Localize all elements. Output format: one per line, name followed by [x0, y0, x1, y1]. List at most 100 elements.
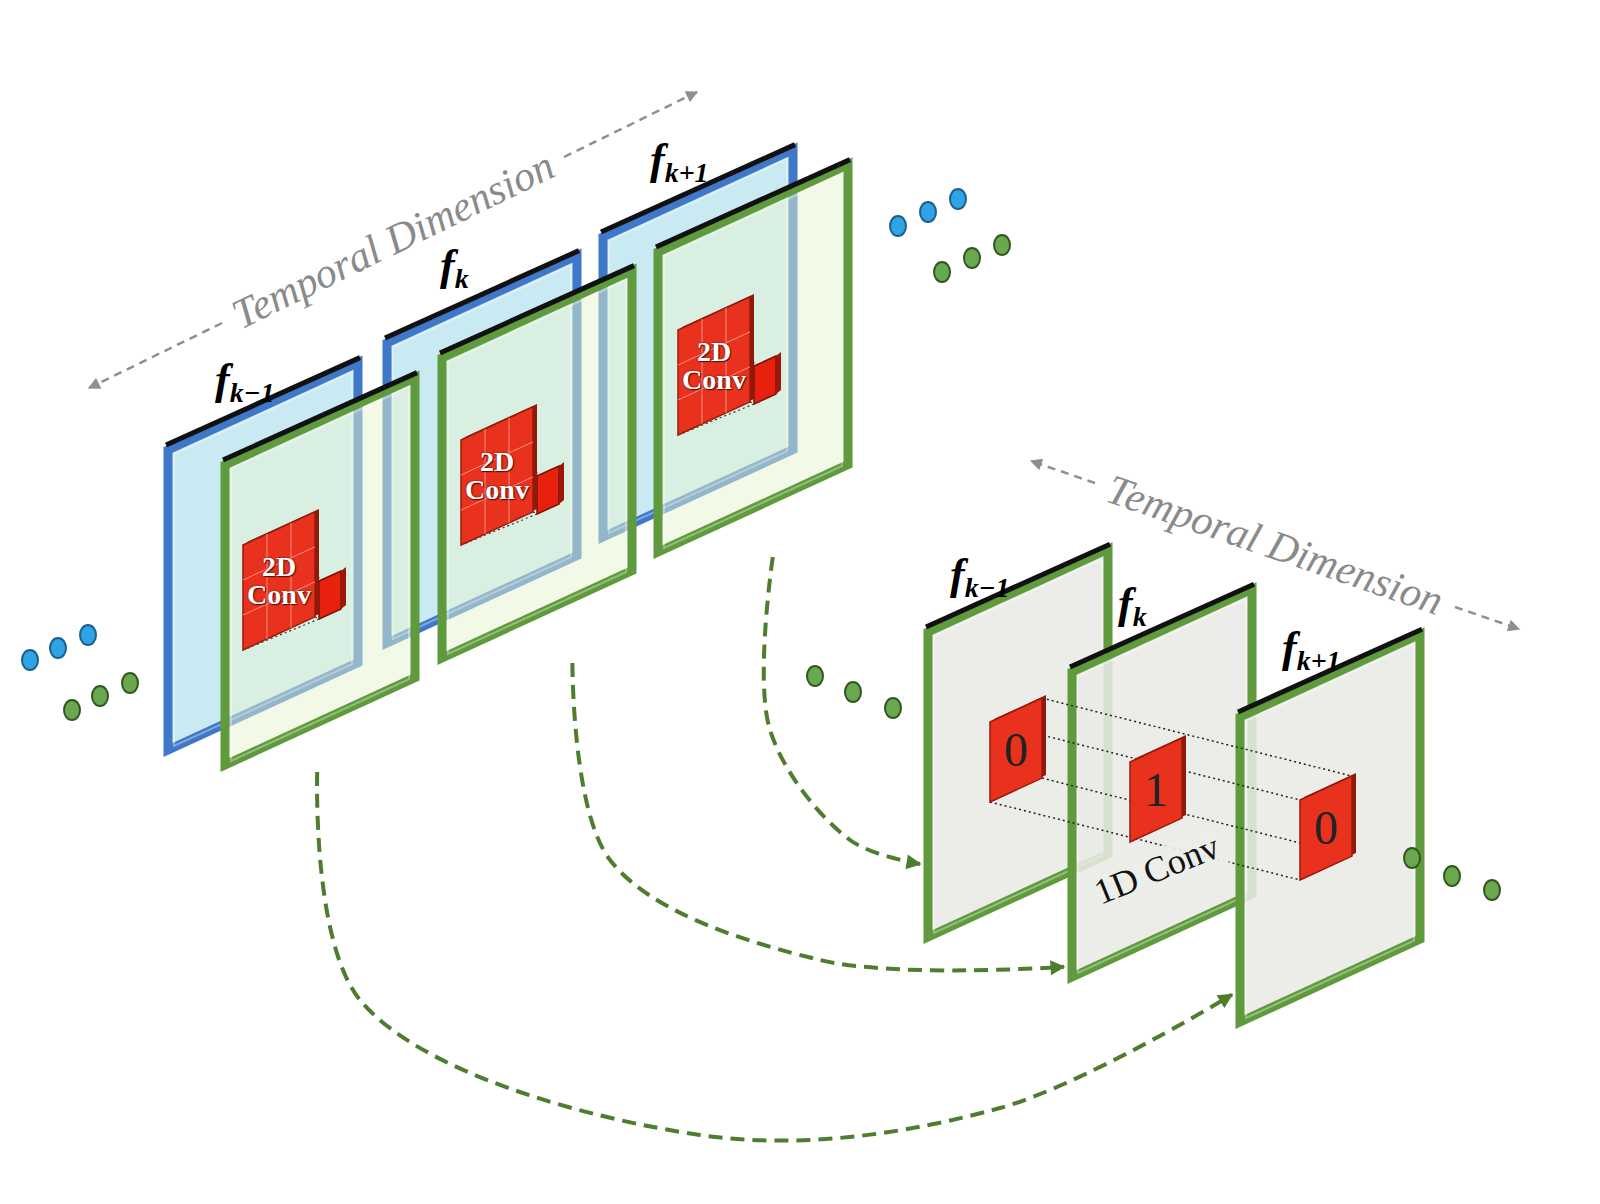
frame-panel — [656, 160, 850, 552]
frame-label-main: f — [1282, 623, 1297, 672]
kernel-shape — [243, 509, 346, 650]
kernel-label: 2D Conv — [243, 545, 315, 617]
frame-node: fk−1 2D Conv — [160, 352, 422, 772]
kernel-label: 2D Conv — [678, 330, 750, 402]
axis-label: Temporal Dimension — [225, 142, 562, 338]
dot — [890, 216, 906, 236]
frame-panel — [1238, 629, 1422, 1022]
kernel-leader — [1042, 698, 1352, 776]
panel-plate — [442, 271, 632, 658]
dashed-arrow — [317, 772, 1232, 1141]
panel-top-edge — [1070, 584, 1254, 667]
temporal-arrow — [1031, 461, 1095, 483]
panel-bevel — [1246, 644, 1414, 1018]
temporal-arrow — [89, 323, 222, 388]
frame-panel — [440, 266, 634, 658]
conv-kernel: 2D Conv — [461, 407, 533, 545]
kernel-value: 0 — [990, 722, 1042, 778]
frame-label-main: f — [1118, 579, 1133, 628]
panel-plate — [1240, 634, 1420, 1022]
frame-node: fk+1 0 — [1232, 622, 1428, 1027]
dot — [885, 698, 901, 718]
panel-plate — [225, 378, 415, 765]
frame-label: fk+1 — [650, 138, 709, 182]
frame-label-main: f — [440, 241, 455, 290]
panel-bevel — [1078, 599, 1246, 973]
output-cube-side — [776, 352, 781, 394]
frame-panel — [223, 373, 417, 765]
panel-top-edge — [223, 373, 417, 460]
frame-label: fk−1 — [950, 553, 1010, 597]
output-cube-side — [559, 462, 564, 504]
frame-label-subscript: k — [1133, 601, 1147, 632]
frame-label-subscript: k+1 — [665, 157, 709, 188]
dot — [80, 625, 96, 645]
dashed-arrow — [764, 557, 920, 864]
panel-plate — [1072, 589, 1252, 977]
dot — [964, 248, 980, 268]
dot — [92, 686, 108, 706]
kernel-face — [1300, 776, 1352, 880]
dot — [934, 262, 950, 282]
frame-label-subscript: k−1 — [230, 377, 275, 408]
dot — [950, 189, 966, 209]
kernel-face — [678, 297, 750, 435]
frame-label: fk — [1118, 582, 1147, 626]
operation-label: 1D Conv — [1085, 826, 1229, 915]
dot — [22, 650, 38, 670]
kernel-shape — [461, 404, 564, 545]
kernel-shape — [990, 695, 1046, 802]
temporal-arrow — [564, 92, 697, 157]
output-cube — [319, 571, 341, 619]
kernel-shape — [678, 294, 781, 435]
kernel-label: 2D Conv — [461, 440, 533, 512]
kernel-value: 0 — [1300, 800, 1352, 856]
frame-label-subscript: k — [455, 263, 469, 294]
dashed-arrow — [572, 663, 1064, 970]
kernel-face — [243, 512, 315, 650]
panel-top-edge — [926, 544, 1110, 627]
dot — [920, 202, 936, 222]
frame-label-subscript: k−1 — [965, 572, 1010, 603]
dot — [1444, 866, 1460, 886]
frame-label-main: f — [650, 135, 665, 184]
temporal-arrow — [1455, 607, 1519, 629]
frame-label: fk — [440, 244, 469, 288]
frame-label-main: f — [950, 550, 965, 599]
kernel-shape — [1130, 735, 1186, 842]
panel-top-edge — [440, 266, 634, 353]
frame-panel — [1070, 584, 1254, 977]
kernel-cell: 1 — [1130, 738, 1182, 842]
kernel-face — [1130, 738, 1182, 842]
dot — [64, 700, 80, 720]
conv-kernel: 2D Conv — [678, 297, 750, 435]
frame-label: fk−1 — [215, 358, 275, 402]
output-cube — [537, 466, 559, 514]
dot — [807, 666, 823, 686]
dot — [994, 235, 1010, 255]
dot — [845, 682, 861, 702]
dot — [122, 673, 138, 693]
frame-node: fk−1 0 — [920, 548, 1115, 943]
kernel-face — [990, 698, 1042, 802]
kernel-face — [461, 407, 533, 545]
axis-label: Temporal Dimension — [1101, 466, 1449, 624]
kernel-cell: 0 — [1300, 776, 1352, 880]
panel-plate — [658, 165, 848, 552]
dot — [50, 638, 66, 658]
dot — [1404, 848, 1420, 868]
output-cube-side — [341, 567, 346, 609]
kernel-shape — [1300, 773, 1356, 880]
kernel-cell: 0 — [990, 698, 1042, 802]
conv-kernel: 2D Conv — [243, 512, 315, 650]
panel-top-edge — [1238, 629, 1422, 712]
output-cube — [754, 356, 776, 404]
frame-label: fk+1 — [1282, 626, 1341, 670]
dot — [1484, 880, 1500, 900]
kernel-value: 1 — [1130, 762, 1182, 818]
frame-node: fk+1 2D Conv — [596, 133, 856, 557]
